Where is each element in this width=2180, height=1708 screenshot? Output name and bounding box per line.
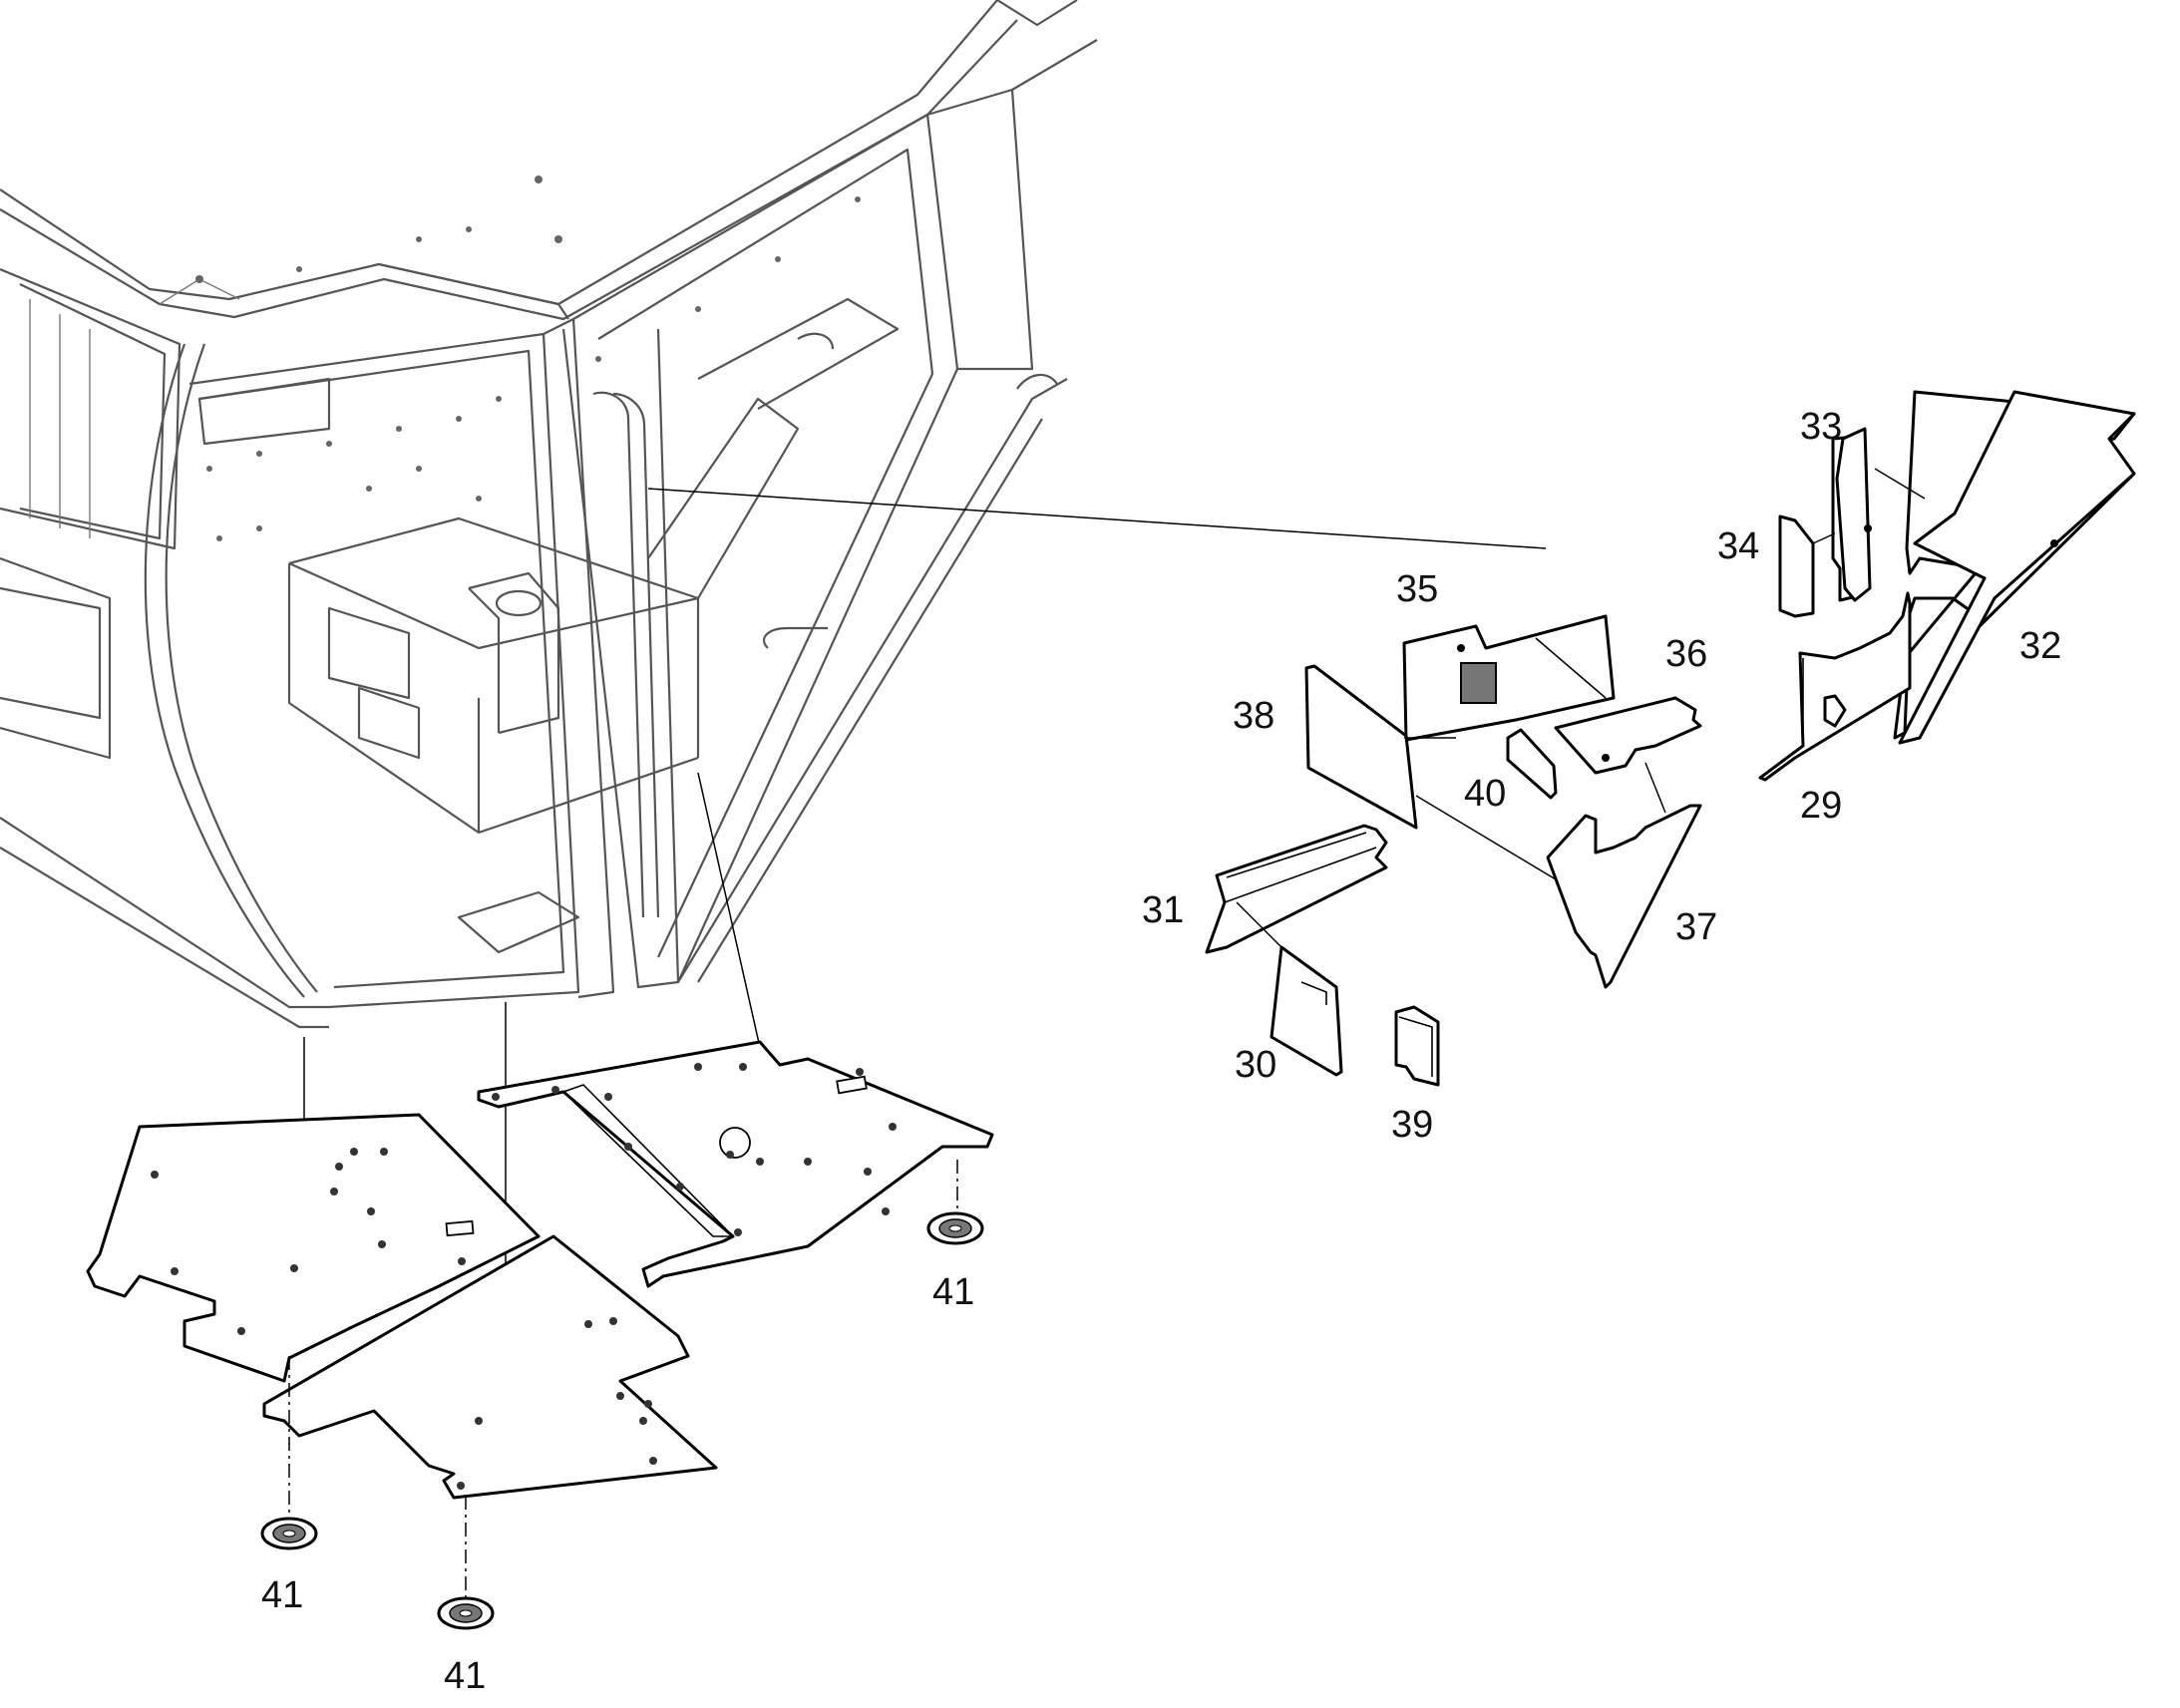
- cabin-fasteners: [195, 175, 861, 541]
- panel-33: [1831, 427, 1926, 602]
- panel-29: [1758, 591, 1912, 782]
- panel-32: [1893, 390, 2136, 745]
- callout-33: 33: [1800, 406, 1842, 448]
- callout-41-middle: 41: [444, 1655, 486, 1697]
- callout-34: 34: [1717, 525, 1759, 567]
- callout-35: 35: [1396, 568, 1438, 610]
- callout-41-left: 41: [261, 1574, 303, 1616]
- leader-right-parts: [647, 488, 1547, 549]
- panel-39: [1394, 1005, 1440, 1087]
- leader-floor-right: [697, 772, 771, 1093]
- callout-29: 29: [1800, 785, 1842, 827]
- grommet-41-right: [926, 1160, 984, 1245]
- callout-36: 36: [1665, 633, 1707, 675]
- panel-35: [1402, 614, 1616, 742]
- panel-37: [1546, 804, 1702, 989]
- callout-38: 38: [1233, 695, 1274, 737]
- floor-plate-left: [86, 1113, 541, 1383]
- cabin-frame: [0, 0, 1098, 1029]
- callout-31: 31: [1142, 889, 1184, 931]
- panel-40: [1506, 728, 1558, 800]
- callout-30: 30: [1235, 1044, 1276, 1086]
- grommet-41-left: [260, 1356, 318, 1550]
- floor-plate-middle: [262, 1234, 718, 1500]
- floor-plate-right: [477, 1040, 994, 1288]
- callout-39: 39: [1391, 1104, 1433, 1146]
- panel-34: [1778, 514, 1836, 618]
- panel-31: [1205, 824, 1388, 954]
- panel-38: [1304, 664, 1567, 886]
- panel-30: [1270, 945, 1343, 1077]
- callout-32: 32: [2019, 625, 2061, 667]
- callout-40: 40: [1464, 773, 1506, 815]
- panel-36: [1554, 696, 1702, 814]
- callout-37: 37: [1675, 906, 1717, 948]
- callout-41-right: 41: [932, 1271, 974, 1313]
- grommet-41-middle: [437, 1496, 495, 1630]
- callouts: 29 30 31 32 33 34 35 36 37 38 39 40 41 4…: [261, 406, 2061, 1697]
